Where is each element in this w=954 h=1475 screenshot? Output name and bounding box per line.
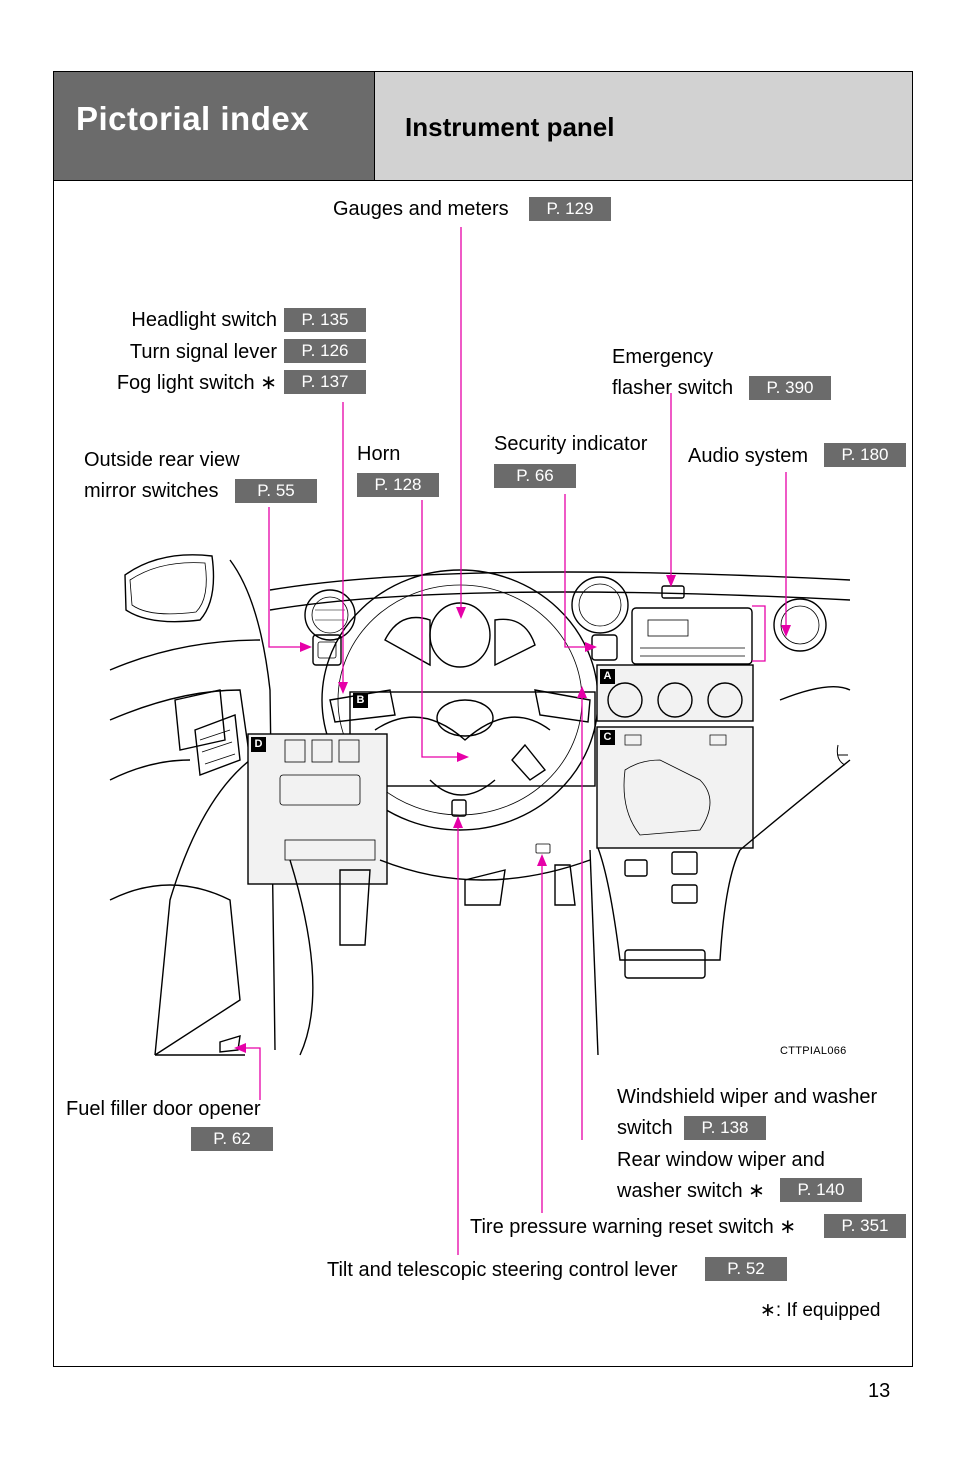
label-tilt: Tilt and telescopic steering control lev… (327, 1259, 678, 1281)
footnote: ∗: If equipped (760, 1300, 881, 1321)
label-horn: Horn (357, 443, 401, 465)
label-mirror-line2: mirror switches (84, 480, 219, 502)
label-gauges: Gauges and meters (333, 198, 509, 220)
leader-security (564, 494, 593, 648)
label-headlight: Headlight switch (131, 309, 277, 331)
header-section-block (53, 71, 375, 181)
side-mirror (124, 554, 215, 623)
callout-d: D (251, 737, 266, 752)
section-title: Pictorial index (76, 100, 310, 137)
ref-turn-signal[interactable]: P. 126 (284, 339, 366, 363)
ref-gauges[interactable]: P. 129 (529, 197, 611, 221)
label-wiper-line1: Windshield wiper and washer (617, 1086, 878, 1108)
ref-fog-light[interactable]: P. 137 (284, 370, 366, 394)
label-emergency-line1: Emergency (612, 346, 714, 368)
leader-mirror (268, 507, 308, 648)
label-emergency-line2: flasher switch (612, 377, 734, 399)
label-fuel: Fuel filler door opener (66, 1098, 261, 1120)
figure-code: CTTPIAL066 (780, 1045, 847, 1057)
label-security: Security indicator (494, 433, 648, 455)
accelerator-pedal (554, 864, 576, 906)
label-tire: Tire pressure warning reset switch ∗ (470, 1216, 797, 1238)
label-turn-signal: Turn signal lever (129, 341, 277, 363)
label-wiper-line2: switch (617, 1117, 673, 1139)
ref-fuel[interactable]: P. 62 (191, 1127, 273, 1151)
horn-pad (436, 699, 494, 737)
callout-c: C (600, 730, 615, 745)
ref-wiper[interactable]: P. 138 (684, 1116, 766, 1140)
audio-unit (631, 607, 753, 665)
ref-rear-wiper[interactable]: P. 140 (780, 1178, 862, 1202)
label-rear-wiper-line1: Rear window wiper and (617, 1149, 825, 1171)
ref-horn[interactable]: P. 128 (357, 473, 439, 497)
ref-mirror[interactable]: P. 55 (235, 479, 317, 503)
ref-security[interactable]: P. 66 (494, 464, 576, 488)
ref-audio[interactable]: P. 180 (824, 443, 906, 467)
label-rear-wiper-line2: washer switch ∗ (617, 1180, 765, 1202)
ref-tilt[interactable]: P. 52 (705, 1257, 787, 1281)
tilt-lever (511, 743, 547, 781)
leader-horn (421, 500, 465, 758)
label-fog-light: Fog light switch ∗ (116, 372, 277, 394)
label-mirror-line1: Outside rear view (84, 449, 240, 471)
callout-a: A (600, 669, 615, 684)
callout-b: B (353, 693, 368, 708)
ref-emergency[interactable]: P. 390 (749, 376, 831, 400)
ref-headlight[interactable]: P. 135 (284, 308, 366, 332)
header-title-block (374, 71, 913, 181)
page-title: Instrument panel (405, 112, 615, 142)
label-audio: Audio system (688, 445, 809, 467)
leader-fuel (238, 1047, 261, 1100)
page-number: 13 (868, 1380, 891, 1402)
window-switches (194, 714, 241, 776)
ref-tire[interactable]: P. 351 (824, 1214, 906, 1238)
